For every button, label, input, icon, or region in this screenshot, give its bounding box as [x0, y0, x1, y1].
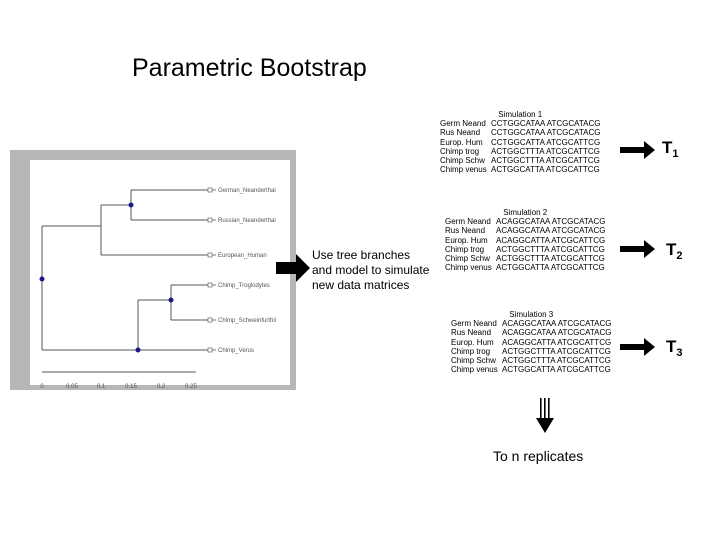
leaf-label: Russian_Neanderthal [218, 218, 276, 224]
down-arrow-icon [536, 398, 554, 433]
phylogenetic-tree: German_Neanderthal Russian_Neanderthal E… [39, 187, 276, 390]
phylogenetic-tree-panel: German_Neanderthal Russian_Neanderthal E… [10, 150, 296, 390]
tree-arrow-icon [620, 240, 655, 258]
leaf-label: Chimp_Troglodytes [218, 283, 270, 289]
axis-tick-label: 0.2 [157, 384, 166, 390]
leaf-markers [207, 187, 213, 353]
leaf-label: Chimp_Verus [218, 348, 254, 354]
tree-result-label: T1 [662, 138, 679, 160]
axis-tick-label: 0.15 [125, 384, 137, 390]
tree-node [39, 276, 45, 282]
tree-branches [41, 189, 208, 373]
leaf-label: German_Neanderthal [218, 188, 276, 194]
caption-line: new data matrices [312, 278, 410, 292]
axis-tick-label: 0 [40, 384, 44, 390]
page-title: Parametric Bootstrap [132, 54, 367, 82]
tree-arrow-icon [620, 141, 655, 159]
tree-plot-area [30, 160, 290, 385]
tree-node [168, 297, 174, 303]
replicates-label: To n replicates [493, 448, 584, 464]
caption-line: and model to simulate [312, 263, 430, 277]
tree-node [135, 347, 141, 353]
tree-result-label: T2 [666, 240, 683, 262]
simulation-title: Simulation 2 [503, 208, 548, 217]
axis-tick-label: 0.05 [66, 384, 78, 390]
tree-result-label: T3 [666, 337, 683, 359]
axis-tick-label: 0.1 [97, 384, 106, 390]
simulation-title: Simulation 1 [498, 110, 543, 119]
simulation-title: Simulation 3 [509, 310, 554, 319]
leaf-label: European_Human [218, 253, 267, 259]
leaf-label: Chimp_Schweinfurthii [218, 318, 276, 324]
tree-node [128, 202, 134, 208]
axis-tick-label: 0.25 [185, 384, 197, 390]
caption-line: Use tree branches [312, 248, 411, 262]
tree-nodes [39, 202, 174, 353]
simulate-arrow-icon [276, 254, 310, 282]
tree-arrow-icon [620, 338, 655, 356]
simulation-caption: Use tree branches and model to simulate … [312, 248, 437, 293]
